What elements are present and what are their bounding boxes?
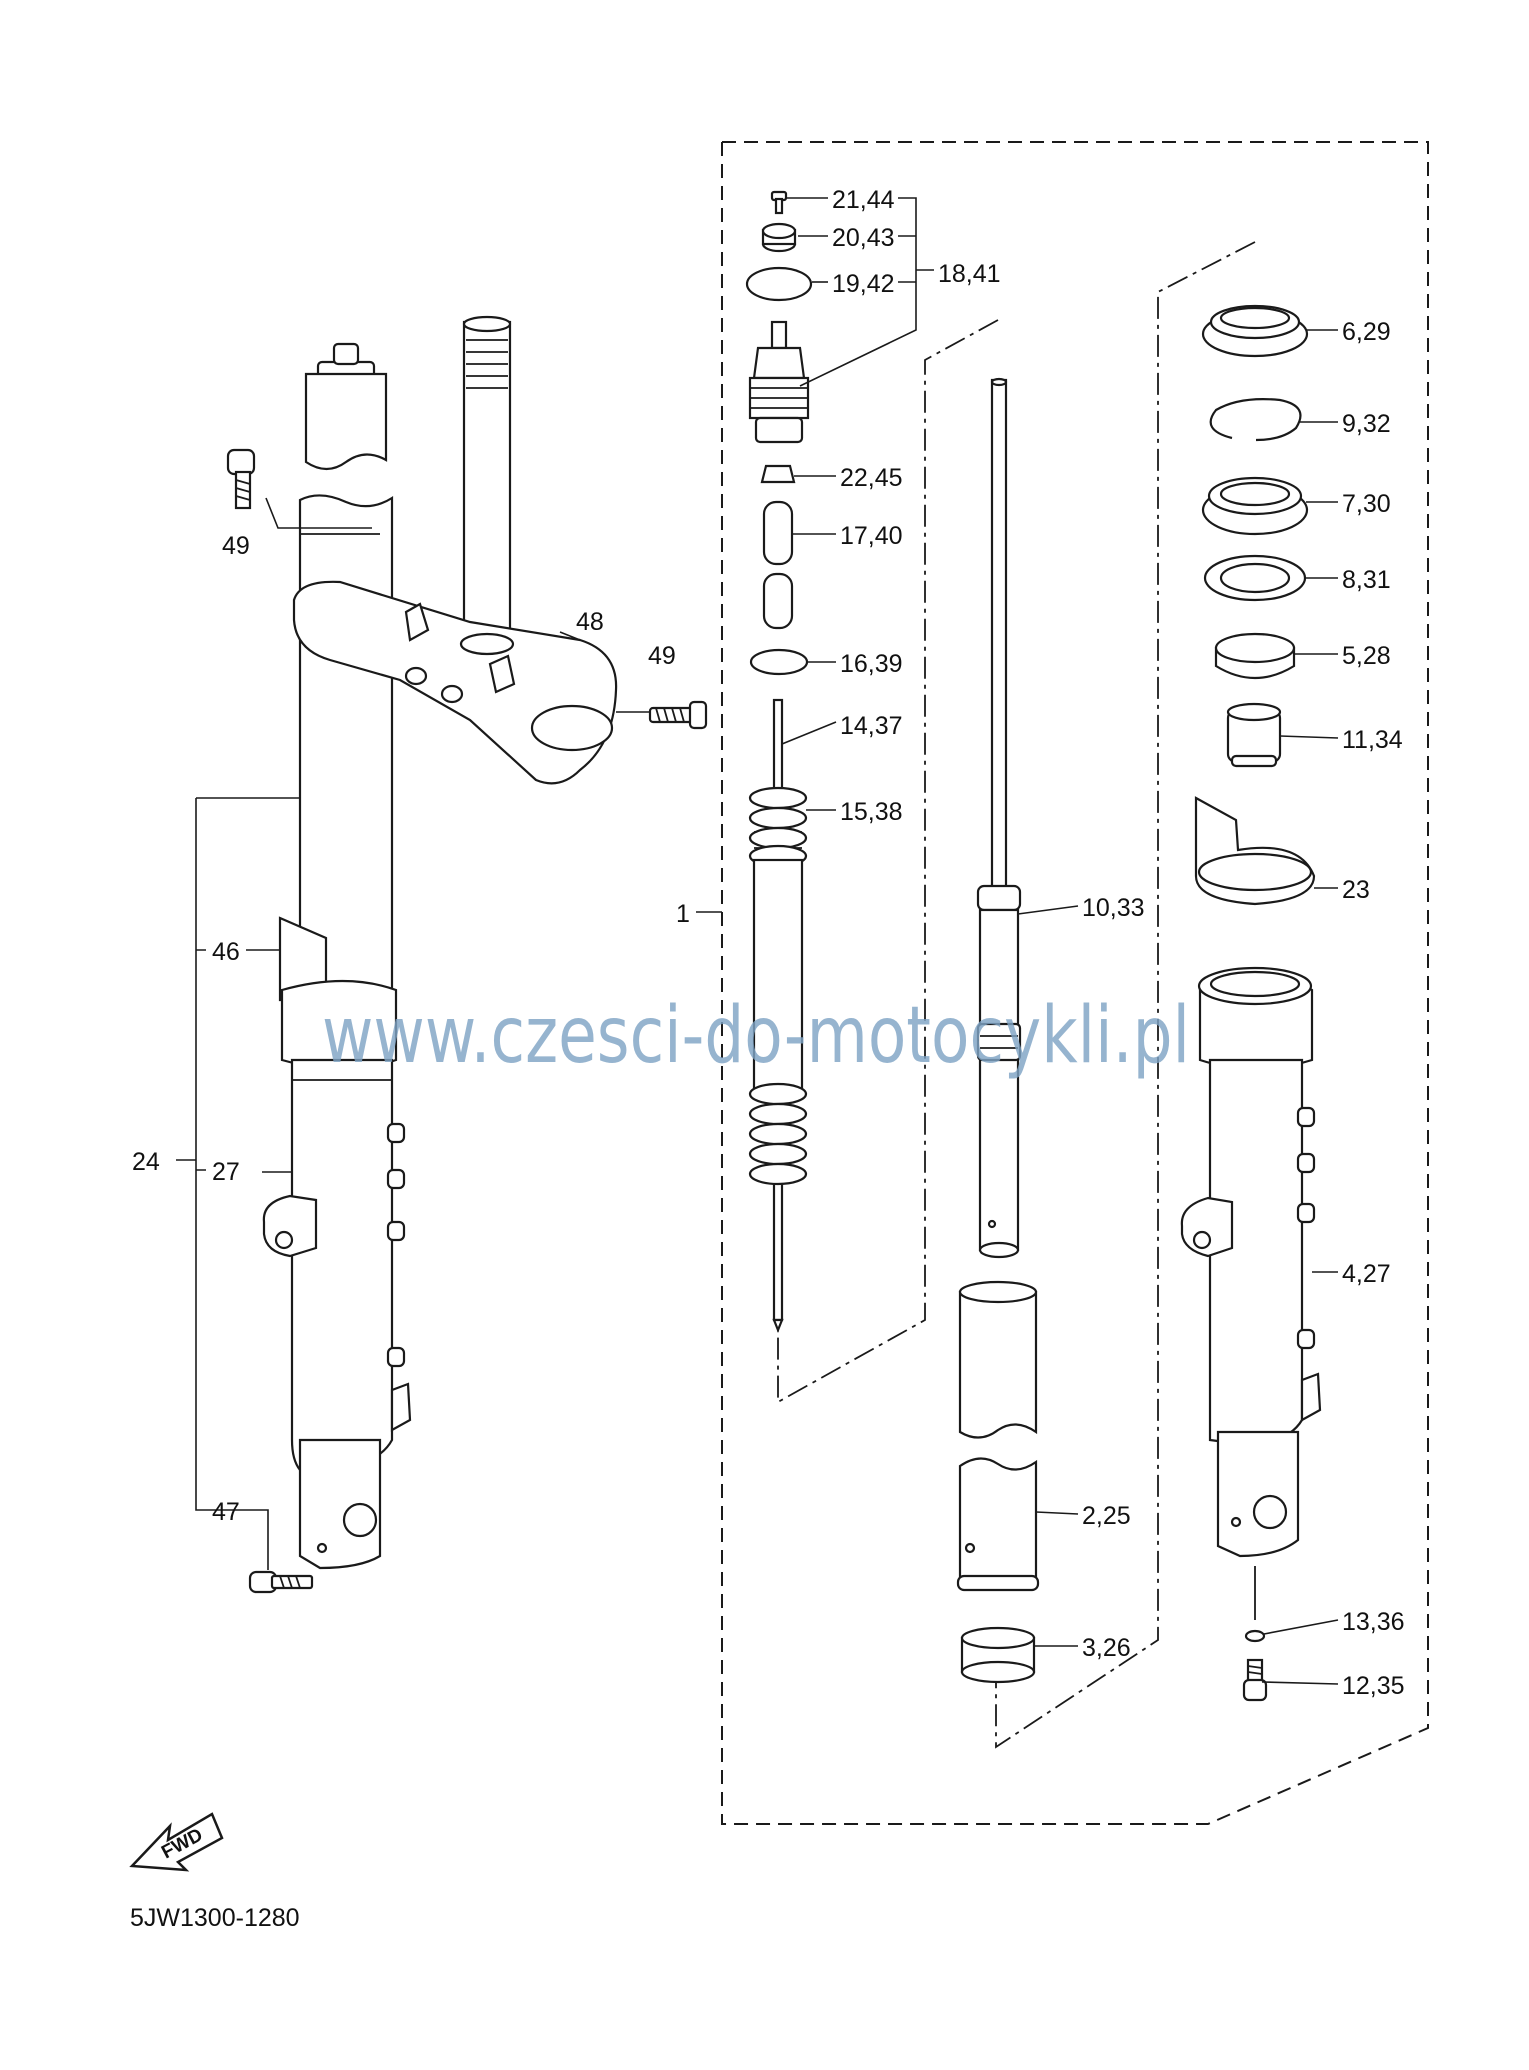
label-47: 47 <box>212 1498 240 1526</box>
inner-tube-upper <box>298 494 394 1002</box>
inner-assembly-line <box>995 241 1256 1749</box>
washer-16 <box>749 648 809 676</box>
rod-17 <box>762 500 794 630</box>
label-21-44: 21,44 <box>832 186 895 214</box>
label-19-42: 19,42 <box>832 270 895 298</box>
steering-stem <box>462 315 512 644</box>
spacer-11 <box>1226 702 1282 768</box>
adjuster-18 <box>748 320 810 444</box>
label-13-36: 13,36 <box>1342 1608 1405 1636</box>
label-46: 46 <box>212 938 240 966</box>
outer-tube-left <box>262 979 412 1570</box>
cartridge-rod-10 <box>976 377 1022 1259</box>
label-2-25: 2,25 <box>1082 1502 1131 1530</box>
label-23: 23 <box>1342 876 1370 904</box>
outer-tube-4 <box>1180 966 1322 1558</box>
label-12-35: 12,35 <box>1342 1672 1405 1700</box>
spring-lower <box>748 1082 808 1186</box>
label-20-43: 20,43 <box>832 224 895 252</box>
damper-tube <box>752 858 804 1094</box>
dust-seal-6 <box>1201 304 1309 358</box>
label-49-upper: 49 <box>222 532 250 560</box>
tube-2 <box>956 1280 1040 1592</box>
protector-23 <box>1194 796 1316 906</box>
o-ring-19 <box>745 266 813 302</box>
nut-20 <box>761 222 797 253</box>
label-7-30: 7,30 <box>1342 490 1391 518</box>
screw-21 <box>770 190 788 215</box>
bushing-5 <box>1214 632 1296 680</box>
label-8-31: 8,31 <box>1342 566 1391 594</box>
bolt-12 <box>1242 1658 1268 1702</box>
label-1: 1 <box>676 900 690 928</box>
label-24: 24 <box>132 1148 160 1176</box>
bushing-3 <box>960 1626 1036 1684</box>
bolt-49-upper <box>226 448 256 510</box>
bolt-49-side <box>648 700 708 730</box>
label-5-28: 5,28 <box>1342 642 1391 670</box>
label-18-41: 18,41 <box>938 260 1001 288</box>
watermark-text: www.czesci-do-motocykli.pl <box>322 991 1190 1081</box>
label-49-side: 49 <box>648 642 676 670</box>
oil-seal-7 <box>1201 476 1309 536</box>
label-3-26: 3,26 <box>1082 1634 1131 1662</box>
label-15-38: 15,38 <box>840 798 903 826</box>
assembly-boundary <box>721 141 1429 1825</box>
label-6-29: 6,29 <box>1342 318 1391 346</box>
circlip-9 <box>1209 398 1302 442</box>
label-27: 27 <box>212 1158 240 1186</box>
fork-cap-group <box>304 342 388 471</box>
lower-bracket <box>292 580 618 785</box>
washer-8 <box>1203 554 1307 602</box>
nut-22 <box>760 464 796 484</box>
leader-lines <box>176 197 1339 1685</box>
label-22-45: 22,45 <box>840 464 903 492</box>
label-16-39: 16,39 <box>840 650 903 678</box>
diagram-code: 5JW1300-1280 <box>130 1904 300 1932</box>
label-10-33: 10,33 <box>1082 894 1145 922</box>
fwd-arrow-icon: FWD <box>129 1812 224 1872</box>
label-14-37: 14,37 <box>840 712 903 740</box>
label-4-27: 4,27 <box>1342 1260 1391 1288</box>
label-9-32: 9,32 <box>1342 410 1391 438</box>
washer-13 <box>1244 1629 1266 1643</box>
spring-15 <box>748 786 808 868</box>
label-17-40: 17,40 <box>840 522 903 550</box>
label-48: 48 <box>576 608 604 636</box>
label-11-34: 11,34 <box>1342 726 1403 754</box>
bolt-47 <box>248 1570 314 1594</box>
